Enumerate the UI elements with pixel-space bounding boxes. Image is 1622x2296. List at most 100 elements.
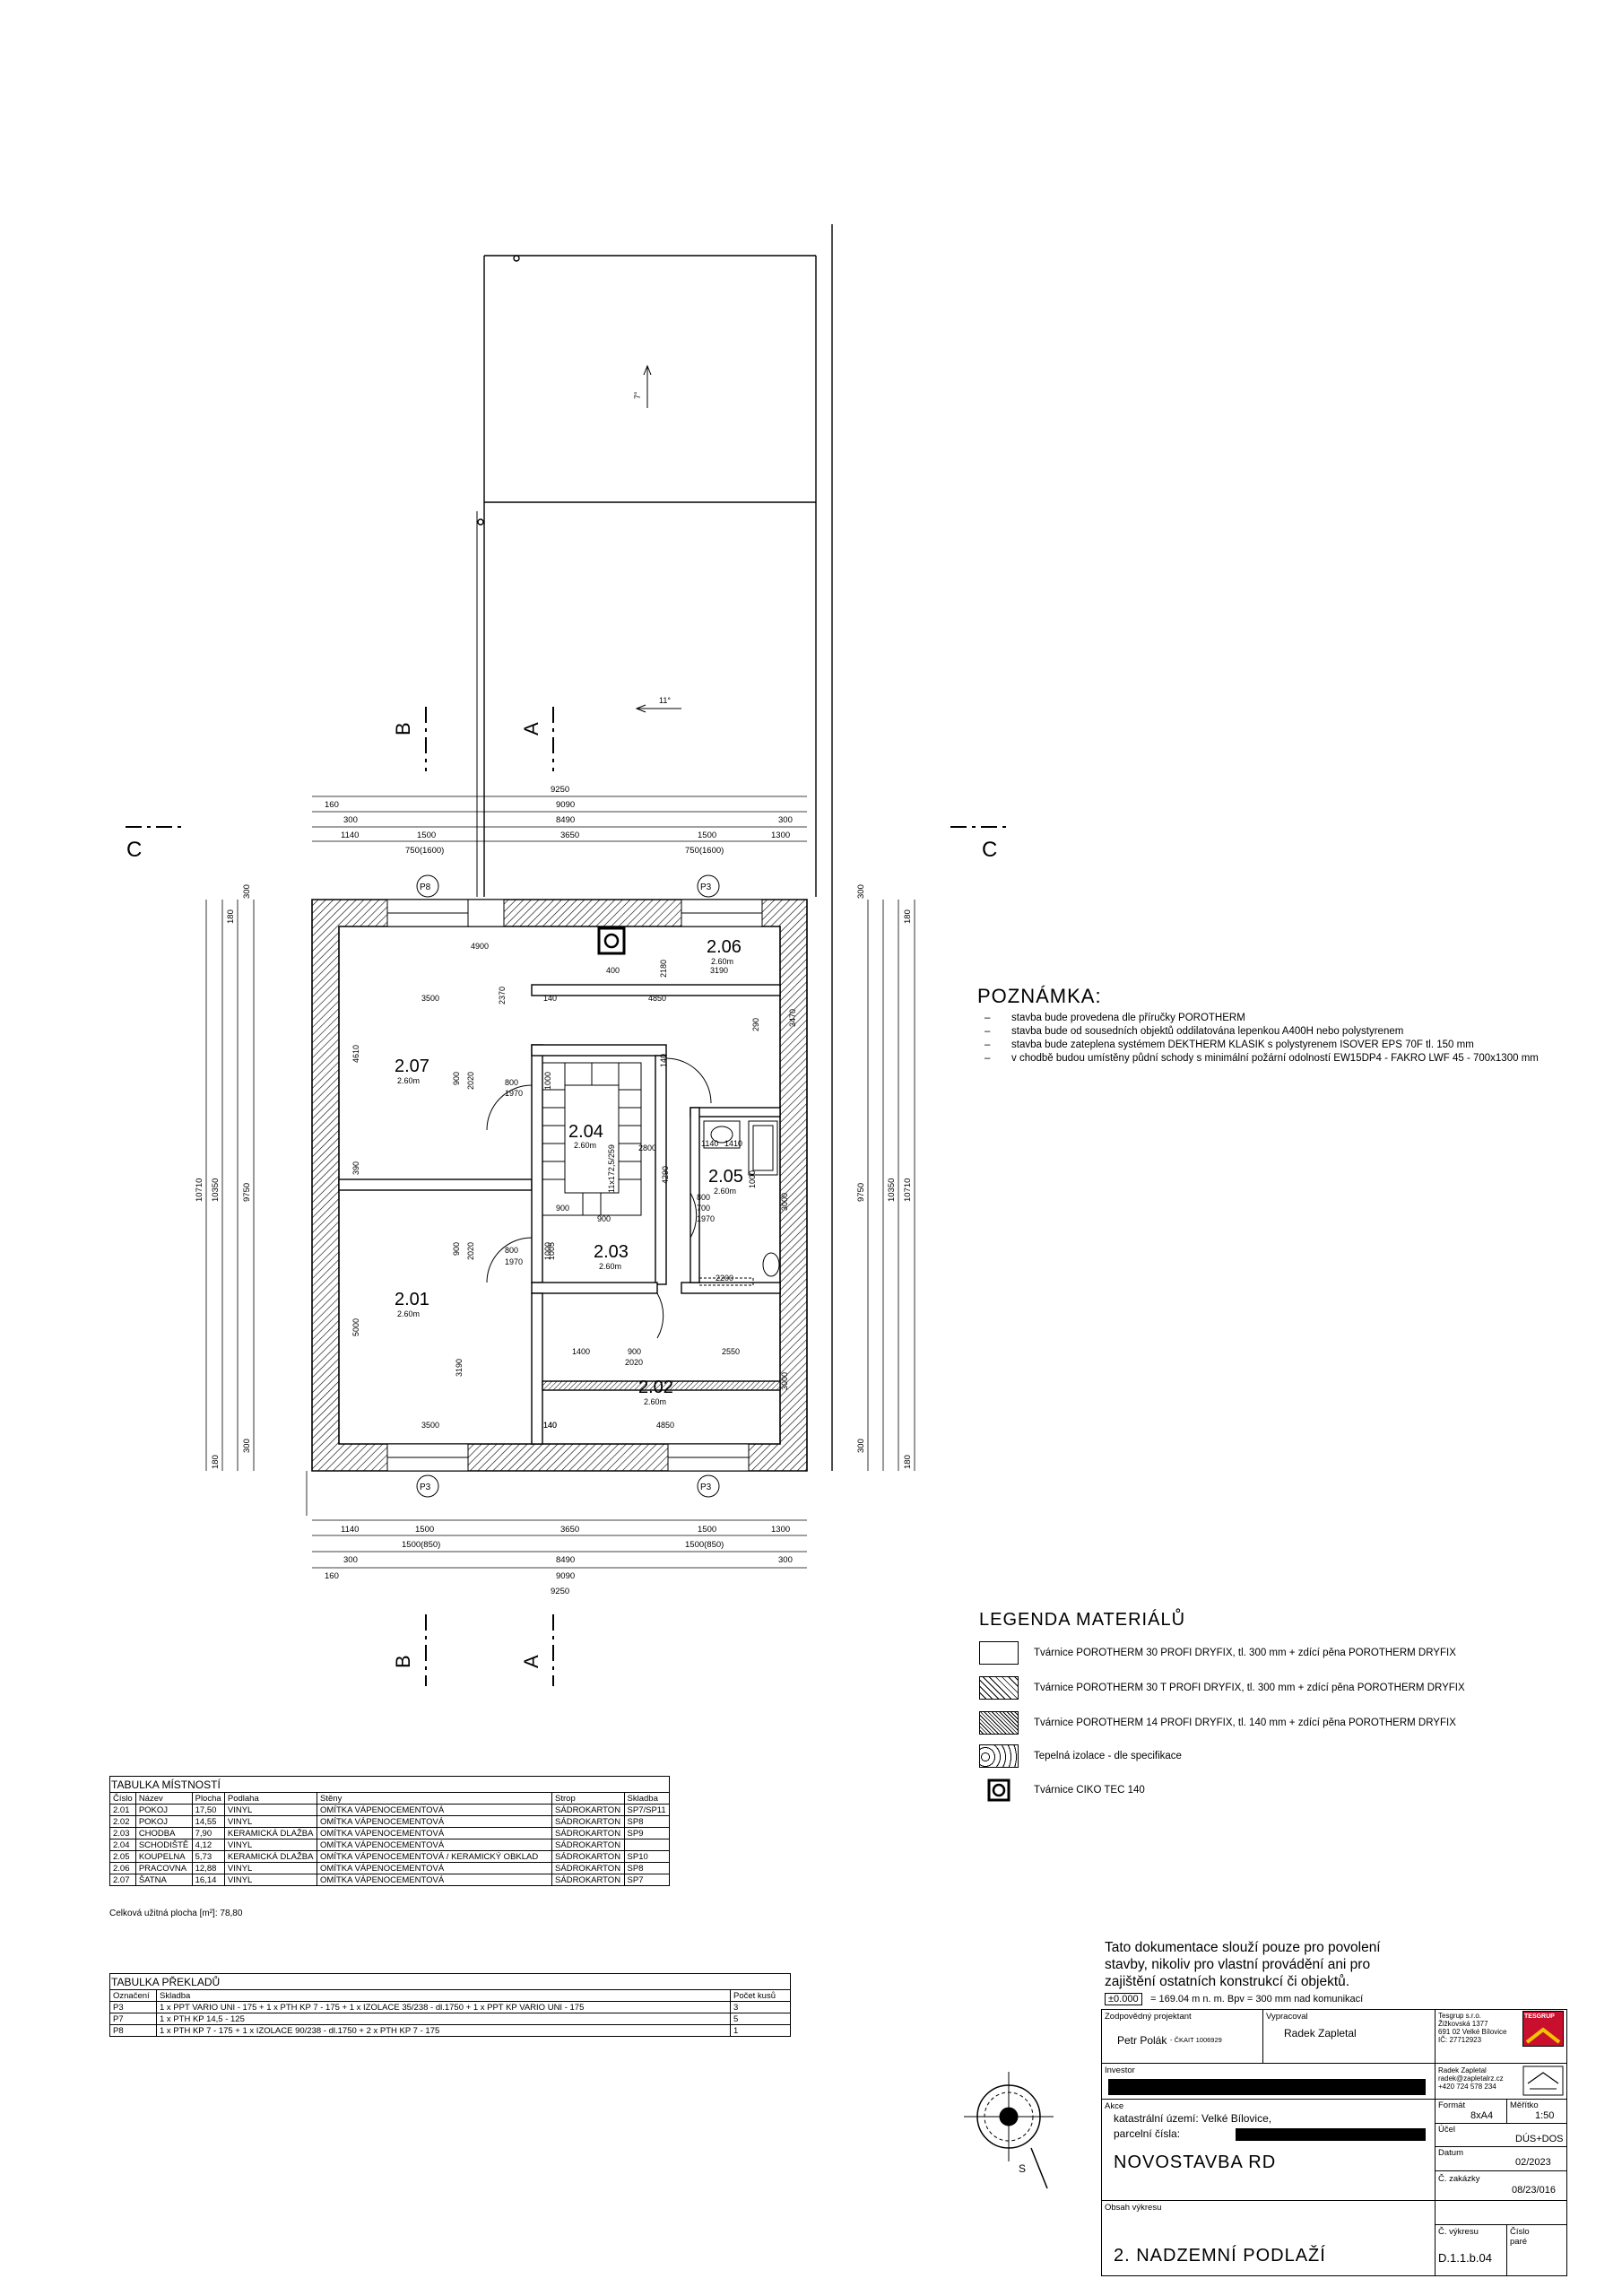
dim-inner: 390	[351, 1161, 360, 1175]
section-a-top: A	[520, 722, 542, 735]
drawn-label: Vypracoval	[1266, 2012, 1308, 2022]
dim-bot-l3: 8490	[556, 1555, 575, 1565]
dims-inner: 4900 400 2180 3190 3500 2370 140 4850 34…	[351, 942, 797, 1430]
dim-inner: 1000	[543, 1242, 552, 1260]
dim-inner: 290	[751, 1018, 760, 1031]
akce-line2: parcelní čísla:	[1114, 2127, 1181, 2140]
contact-line: Radek Zapletal	[1438, 2066, 1487, 2074]
dim-bot-d: 1500	[698, 1525, 716, 1535]
dim-inner: 3000	[780, 1372, 789, 1390]
section-marks	[126, 707, 1009, 1686]
tb-divider	[1262, 2009, 1263, 2063]
cell: OMÍTKA VÁPENOCEMENTOVÁ	[317, 1839, 553, 1851]
sheet-label: Č. výkresu	[1438, 2227, 1479, 2237]
cell: 1 x PTH KP 14,5 - 125	[156, 2013, 731, 2025]
table-header-row: Označení Skladba Počet kusů	[109, 1989, 791, 2002]
lintel-tag-p8: P8	[420, 883, 431, 892]
dim-inner: 900	[452, 1242, 461, 1256]
cell: VINYL	[223, 1804, 318, 1816]
dim-right-top-b: 300	[856, 884, 866, 899]
cell: OMÍTKA VÁPENOCEMENTOVÁ	[317, 1815, 553, 1828]
cell: SP8	[623, 1815, 671, 1828]
purpose-label: Účel	[1438, 2125, 1456, 2135]
slope-arrow-upper	[643, 364, 652, 408]
cell: VINYL	[223, 1874, 318, 1886]
investor-label: Investor	[1105, 2066, 1135, 2075]
section-c-right: C	[982, 838, 997, 862]
dim-inner: 400	[606, 966, 620, 975]
project-name: NOVOSTAVBA RD	[1114, 2152, 1277, 2172]
lintel-tags	[416, 874, 720, 1498]
room-2-05-height: 2.60m	[714, 1187, 736, 1196]
cell: 1 x PPT VARIO UNI - 175 + 1 x PTH KP 7 -…	[156, 2001, 731, 2013]
sheet-value: D.1.1.b.04	[1438, 2251, 1492, 2265]
dim-top-l2-left: 160	[325, 800, 339, 810]
date-label: Datum	[1438, 2148, 1463, 2158]
dim-inner: 900	[452, 1072, 461, 1085]
order-label: Č. zakázky	[1438, 2174, 1480, 2184]
col-header: Číslo	[109, 1792, 136, 1805]
dim-top-a: 1140	[341, 831, 359, 840]
company-logo-text: TESGRUP	[1524, 2013, 1555, 2020]
dim-left-bot-b: 300	[242, 1439, 252, 1453]
slope-label-lower: 11°	[659, 696, 671, 705]
purpose-value: DÚS+DOS	[1515, 2134, 1564, 2144]
cell: POKOJ	[134, 1815, 193, 1828]
cell: OMÍTKA VÁPENOCEMENTOVÁ	[317, 1862, 553, 1874]
cell: OMÍTKA VÁPENOCEMENTOVÁ	[317, 1874, 553, 1886]
designer-label: Zodpovědný projektant	[1105, 2012, 1192, 2022]
slope-arrow-lower	[635, 704, 681, 713]
cell: CHODBA	[134, 1827, 193, 1839]
tb-divider	[1506, 2224, 1507, 2276]
dim-inner: 2020	[625, 1358, 643, 1367]
cell: SÁDROKARTON	[551, 1827, 625, 1839]
dim-top-l3-left: 300	[343, 815, 358, 825]
legend-chimney-icon	[987, 1779, 1010, 1802]
title-block	[1101, 2009, 1567, 2276]
slope-label-upper: 7°	[633, 391, 642, 399]
architect-logo-icon	[1522, 2066, 1564, 2096]
cell: 5	[730, 2013, 791, 2025]
cell: 4,12	[191, 1839, 225, 1851]
cell: 2.01	[109, 1804, 136, 1816]
legend-item: Tvárnice POROTHERM 30 PROFI DRYFIX, tl. …	[1034, 1648, 1456, 1658]
legend-item: Tvárnice POROTHERM 30 T PROFI DRYFIX, tl…	[1034, 1683, 1465, 1693]
cell: SÁDROKARTON	[551, 1839, 625, 1851]
dim-inner: 1005	[547, 1242, 556, 1260]
dim-bot-l2-left: 160	[325, 1571, 339, 1581]
col-header: Označení	[109, 1989, 157, 2002]
dim-inner: 4290	[661, 1166, 670, 1184]
company-line: Tesgrup s.r.o.	[1438, 2012, 1482, 2020]
dim-top-overall: 9250	[551, 785, 569, 795]
dim-inner: 2180	[659, 960, 668, 978]
company-logo: TESGRUP	[1522, 2011, 1564, 2047]
room-2-06-height: 2.60m	[711, 957, 733, 966]
cell: VINYL	[223, 1839, 318, 1851]
dim-inner: 1140	[701, 1139, 718, 1148]
legend-item: Tepelná izolace - dle specifikace	[1034, 1751, 1182, 1761]
dim-top-b-sub: 750(1600)	[405, 846, 444, 856]
disclaimer: Tato dokumentace slouží pouze pro povole…	[1105, 1939, 1381, 1990]
notes-list: stavba bude provedena dle příručky POROT…	[984, 1012, 1540, 1065]
dim-top-b: 1500	[417, 831, 436, 840]
cell: OMÍTKA VÁPENOCEMENTOVÁ	[317, 1804, 553, 1816]
lintels-table-title: TABULKA PŘEKLADŮ	[111, 1976, 221, 1988]
dim-right-overall: 10710	[903, 1178, 913, 1202]
note-item: stavba bude provedena dle příručky POROT…	[984, 1012, 1540, 1025]
cell: 5,73	[191, 1850, 225, 1863]
cell: P7	[109, 2013, 157, 2025]
designer-reg: - ČKAIT 1006929	[1170, 2036, 1222, 2044]
drawing-content: 2. NADZEMNÍ PODLAŽÍ	[1114, 2246, 1326, 2266]
note-item: stavba bude zateplena systémem DEKTHERM …	[984, 1039, 1540, 1052]
datum-text: = 169.04 m n. m. Bpv = 300 mm nad komuni…	[1150, 1994, 1364, 2005]
col-header: Strop	[551, 1792, 625, 1805]
dim-inner: 3500	[421, 1421, 439, 1430]
cell: 7,90	[191, 1827, 225, 1839]
company-line: Žižkovská 1377	[1438, 2020, 1488, 2028]
cell: POKOJ	[134, 1804, 193, 1816]
cell: SÁDROKARTON	[551, 1815, 625, 1828]
